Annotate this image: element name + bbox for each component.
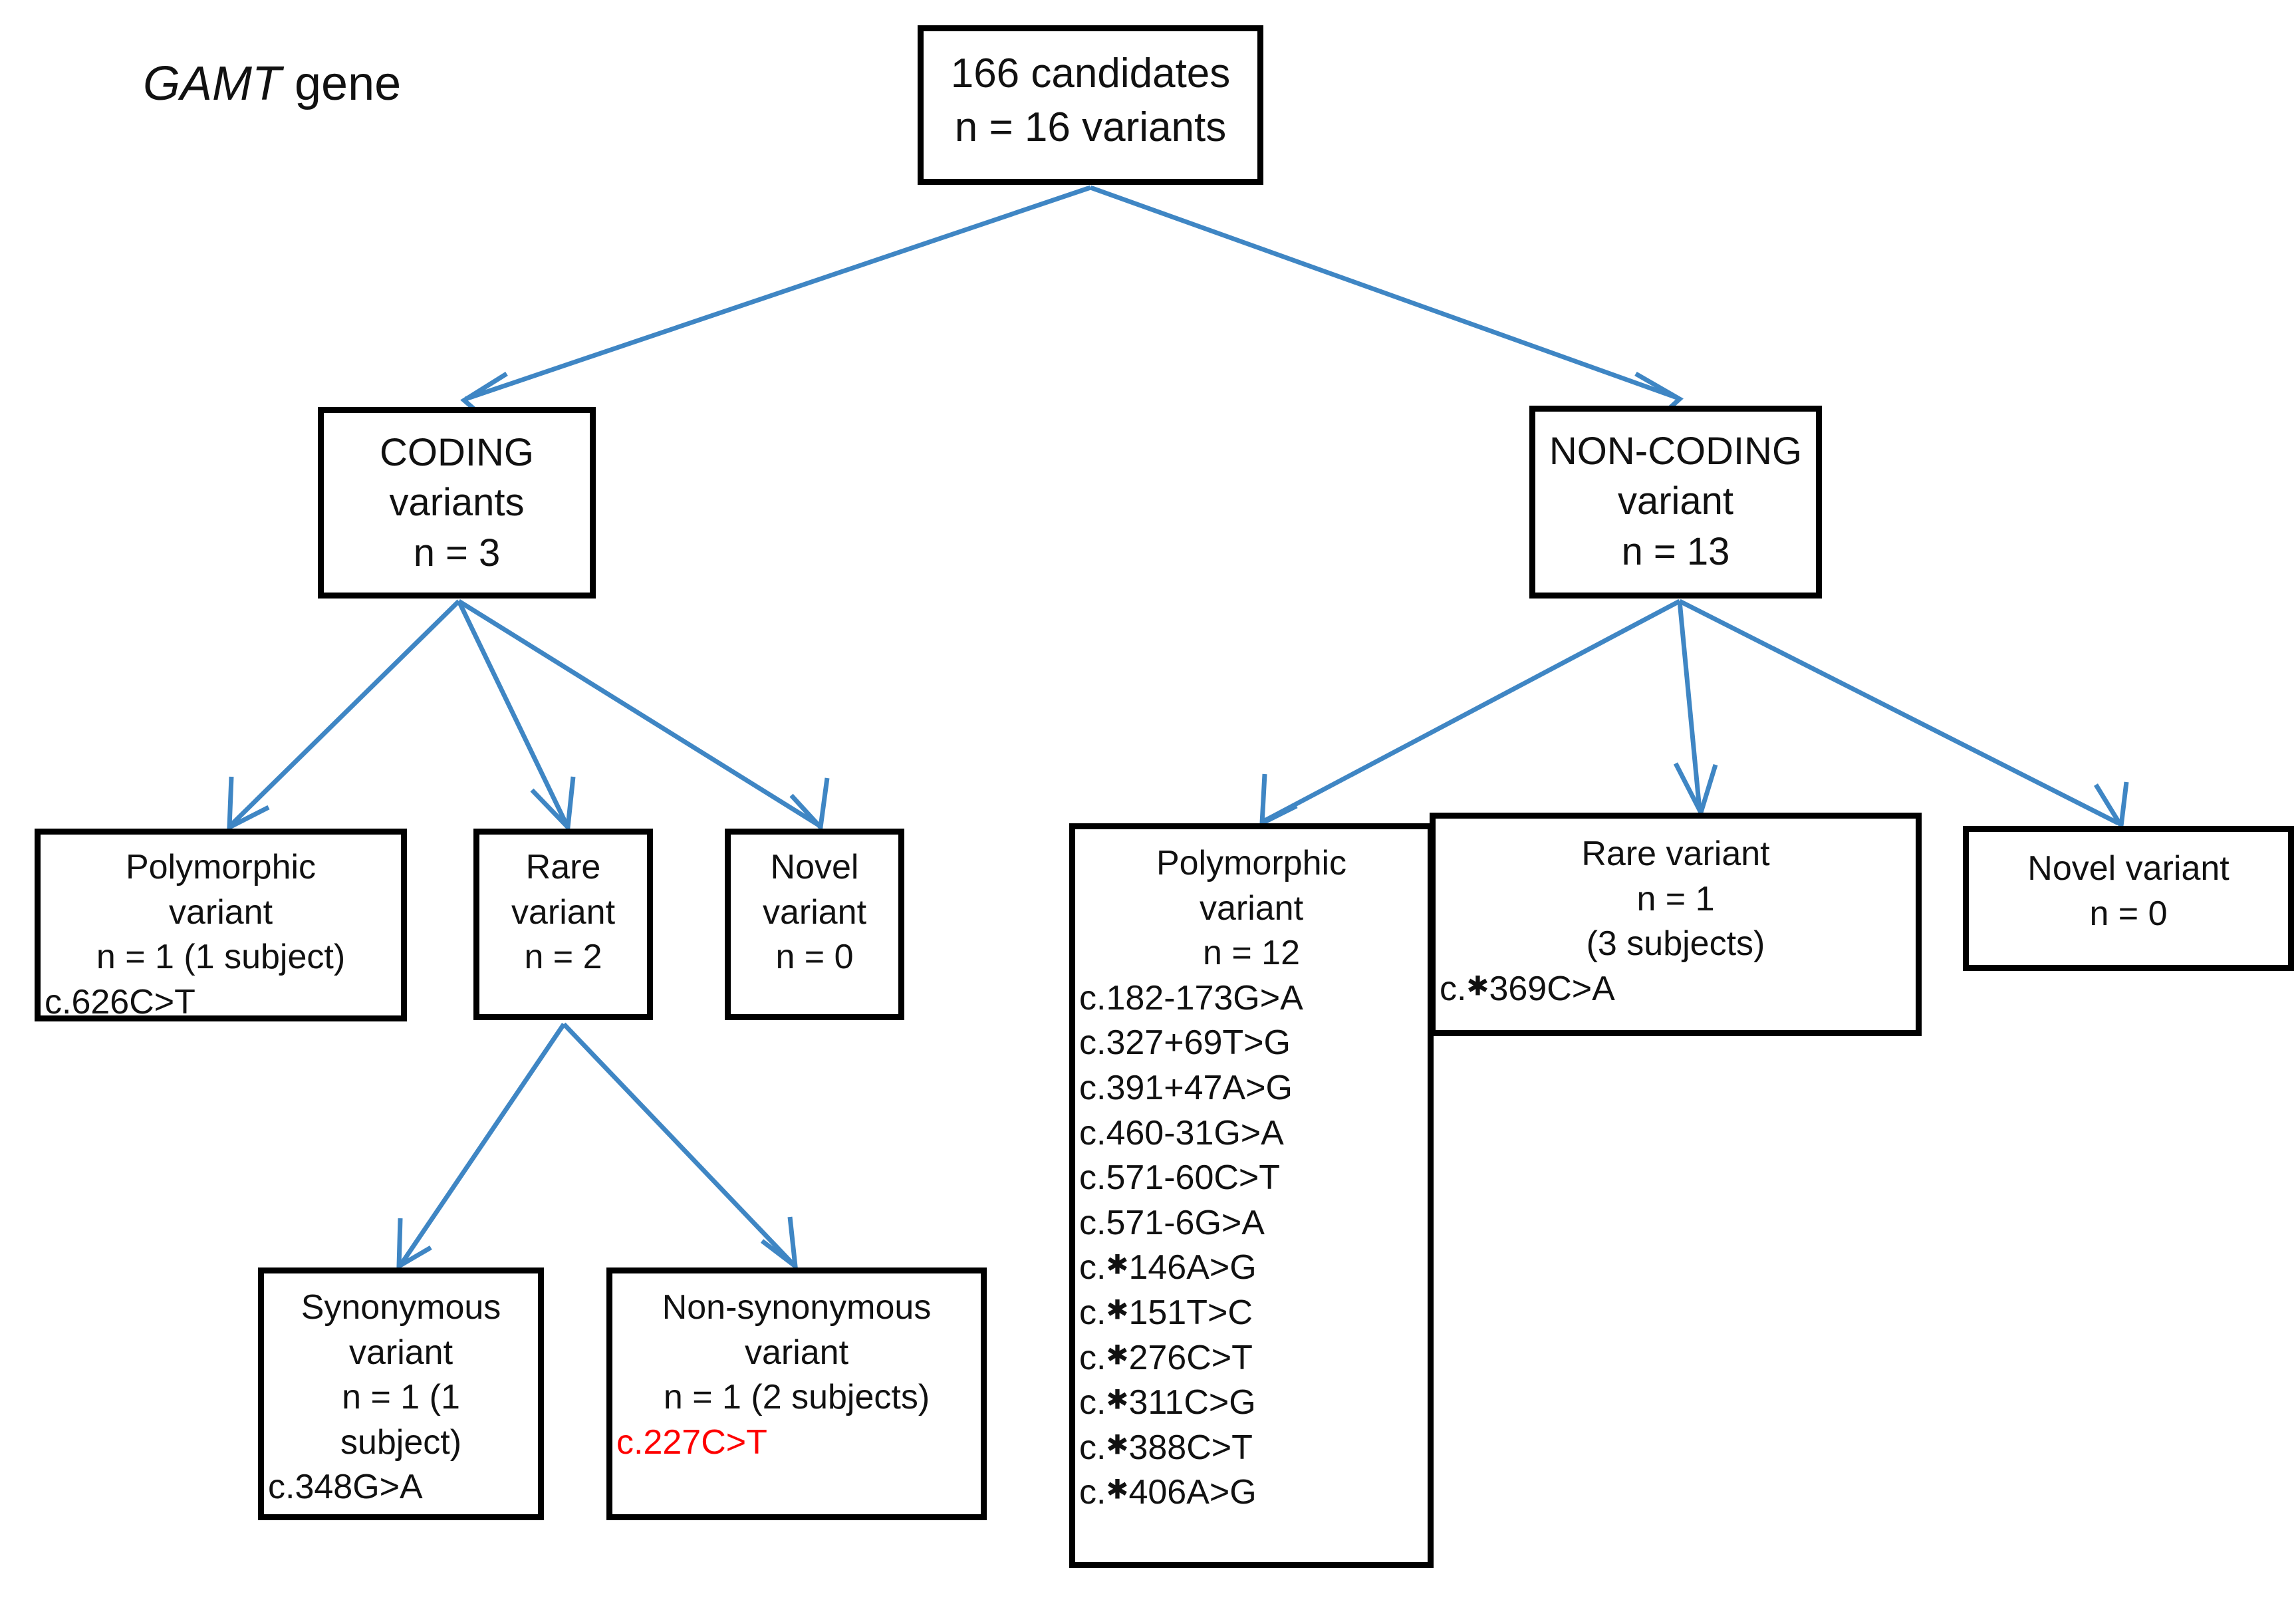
- variant-entry: c.391+47A>G: [1079, 1068, 1293, 1107]
- variant-entry: c.✱276C>T: [1079, 1338, 1253, 1377]
- node-coding[interactable]: CODING variants n = 3: [318, 407, 596, 599]
- node-label-line: n = 1: [1636, 879, 1715, 918]
- node-label-line: Polymorphic: [125, 848, 317, 886]
- node-label-line: n = 0: [2089, 894, 2168, 933]
- edge-noncoding-to-noncoding-rare: [1673, 600, 1718, 819]
- node-label-line: n = 13: [1621, 529, 1730, 573]
- edge-coding-rare-to-synonymous: [396, 1023, 566, 1271]
- node-label-line: Novel: [770, 848, 859, 886]
- node-label-line: Polymorphic: [1156, 844, 1347, 882]
- edge-root-to-coding: [460, 185, 1092, 428]
- asterisk-glyph: ✱: [1106, 1429, 1129, 1460]
- node-label-line: n = 0: [775, 938, 854, 977]
- node-root[interactable]: 166 candidates n = 16 variants: [918, 25, 1263, 185]
- asterisk-glyph: ✱: [1106, 1474, 1129, 1506]
- node-synonymous[interactable]: Synonymous variant n = 1 (1 subject) c.348G>…: [258, 1267, 544, 1520]
- gene-title-suffix: gene: [281, 57, 402, 110]
- edge-coding-to-coding-novel: [457, 599, 830, 833]
- variant-entry: c.✱369C>A: [1440, 969, 1615, 1008]
- node-label-line: variant: [1199, 888, 1304, 928]
- edge-noncoding-to-noncoding-novel: [1678, 599, 2129, 833]
- node-label-line: n = 1 (2 subjects): [663, 1378, 930, 1417]
- node-label-line: NON-CODING: [1549, 430, 1803, 473]
- node-noncoding-polymorphic[interactable]: Polymorphic variant n = 12 c.182-173G>A c.32…: [1069, 823, 1434, 1568]
- variant-entry: c.227C>T: [616, 1422, 767, 1462]
- node-label-line: Rare variant: [1581, 835, 1770, 873]
- node-label-line: Non-synonymous: [662, 1288, 932, 1327]
- variant-entry: c.626C>T: [45, 982, 195, 1021]
- asterisk-glyph: ✱: [1106, 1250, 1129, 1281]
- node-noncoding[interactable]: NON-CODING variant n = 13: [1529, 406, 1822, 599]
- node-coding-polymorphic[interactable]: Polymorphic variant n = 1 (1 subject) c.626…: [35, 829, 407, 1021]
- variant-entry: c.571-6G>A: [1079, 1203, 1265, 1242]
- node-label-line: variant: [1617, 479, 1734, 523]
- node-label-line: n = 3: [413, 531, 501, 575]
- asterisk-glyph: ✱: [1106, 1294, 1129, 1325]
- asterisk-glyph: ✱: [1466, 970, 1489, 1001]
- variant-entry: c.✱388C>T: [1079, 1428, 1253, 1467]
- node-label-line: variant: [168, 892, 273, 932]
- variant-entry: c.182-173G>A: [1079, 978, 1303, 1017]
- node-label-line: 166 candidates: [950, 51, 1231, 96]
- node-label-line: Rare: [525, 848, 601, 886]
- asterisk-glyph: ✱: [1106, 1384, 1129, 1415]
- node-label-line: Novel variant: [2027, 849, 2230, 888]
- variant-entry: c.571-60C>T: [1079, 1158, 1281, 1198]
- variant-entry: c.✱151T>C: [1079, 1293, 1253, 1332]
- edge-noncoding-to-noncoding-polymorphic: [1259, 599, 1681, 827]
- node-label-line: n = 2: [524, 938, 602, 977]
- node-label-line: variant: [348, 1333, 453, 1372]
- variant-entry: c.✱146A>G: [1079, 1248, 1257, 1287]
- variant-entry: c.348G>A: [268, 1468, 423, 1507]
- node-label-line: variant: [744, 1333, 849, 1372]
- node-non-synonymous[interactable]: Non-synonymous variant n = 1 (2 subjects) c…: [606, 1267, 987, 1520]
- edge-root-to-noncoding: [1089, 185, 1684, 428]
- node-label-line: n = 1 (1: [342, 1378, 460, 1417]
- edge-coding-rare-to-nonsynonymous: [562, 1022, 799, 1271]
- page-title: GAMT gene: [143, 57, 401, 111]
- asterisk-glyph: ✱: [1106, 1339, 1129, 1371]
- node-label-line: variant: [762, 892, 867, 932]
- node-label-line: (3 subjects): [1586, 924, 1765, 964]
- variant-entry: c.327+69T>G: [1079, 1023, 1291, 1063]
- node-label-line: Synonymous: [301, 1288, 501, 1327]
- variant-entry: c.460-31G>A: [1079, 1113, 1284, 1152]
- node-label-line: n = 16 variants: [954, 104, 1227, 150]
- node-noncoding-novel[interactable]: Novel variant n = 0: [1963, 826, 2294, 971]
- node-coding-rare[interactable]: Rare variant n = 2: [473, 829, 653, 1020]
- gene-name: GAMT: [143, 57, 281, 110]
- node-label-line: variant: [511, 892, 616, 932]
- node-coding-novel[interactable]: Novel variant n = 0: [725, 829, 904, 1020]
- node-label-line: subject): [340, 1422, 462, 1462]
- variant-entry: c.✱311C>G: [1079, 1383, 1256, 1422]
- node-label-line: n = 1 (1 subject): [96, 938, 346, 977]
- variant-entry: c.✱406A>G: [1079, 1473, 1257, 1512]
- node-label-line: n = 12: [1202, 934, 1301, 973]
- node-label-line: CODING: [380, 431, 534, 474]
- node-label-line: variants: [389, 481, 525, 525]
- edge-coding-to-coding-rare: [456, 600, 576, 833]
- node-noncoding-rare[interactable]: Rare variant n = 1 (3 subjects) c.✱369C>A: [1430, 813, 1922, 1036]
- edge-coding-to-coding-polymorphic: [227, 599, 461, 831]
